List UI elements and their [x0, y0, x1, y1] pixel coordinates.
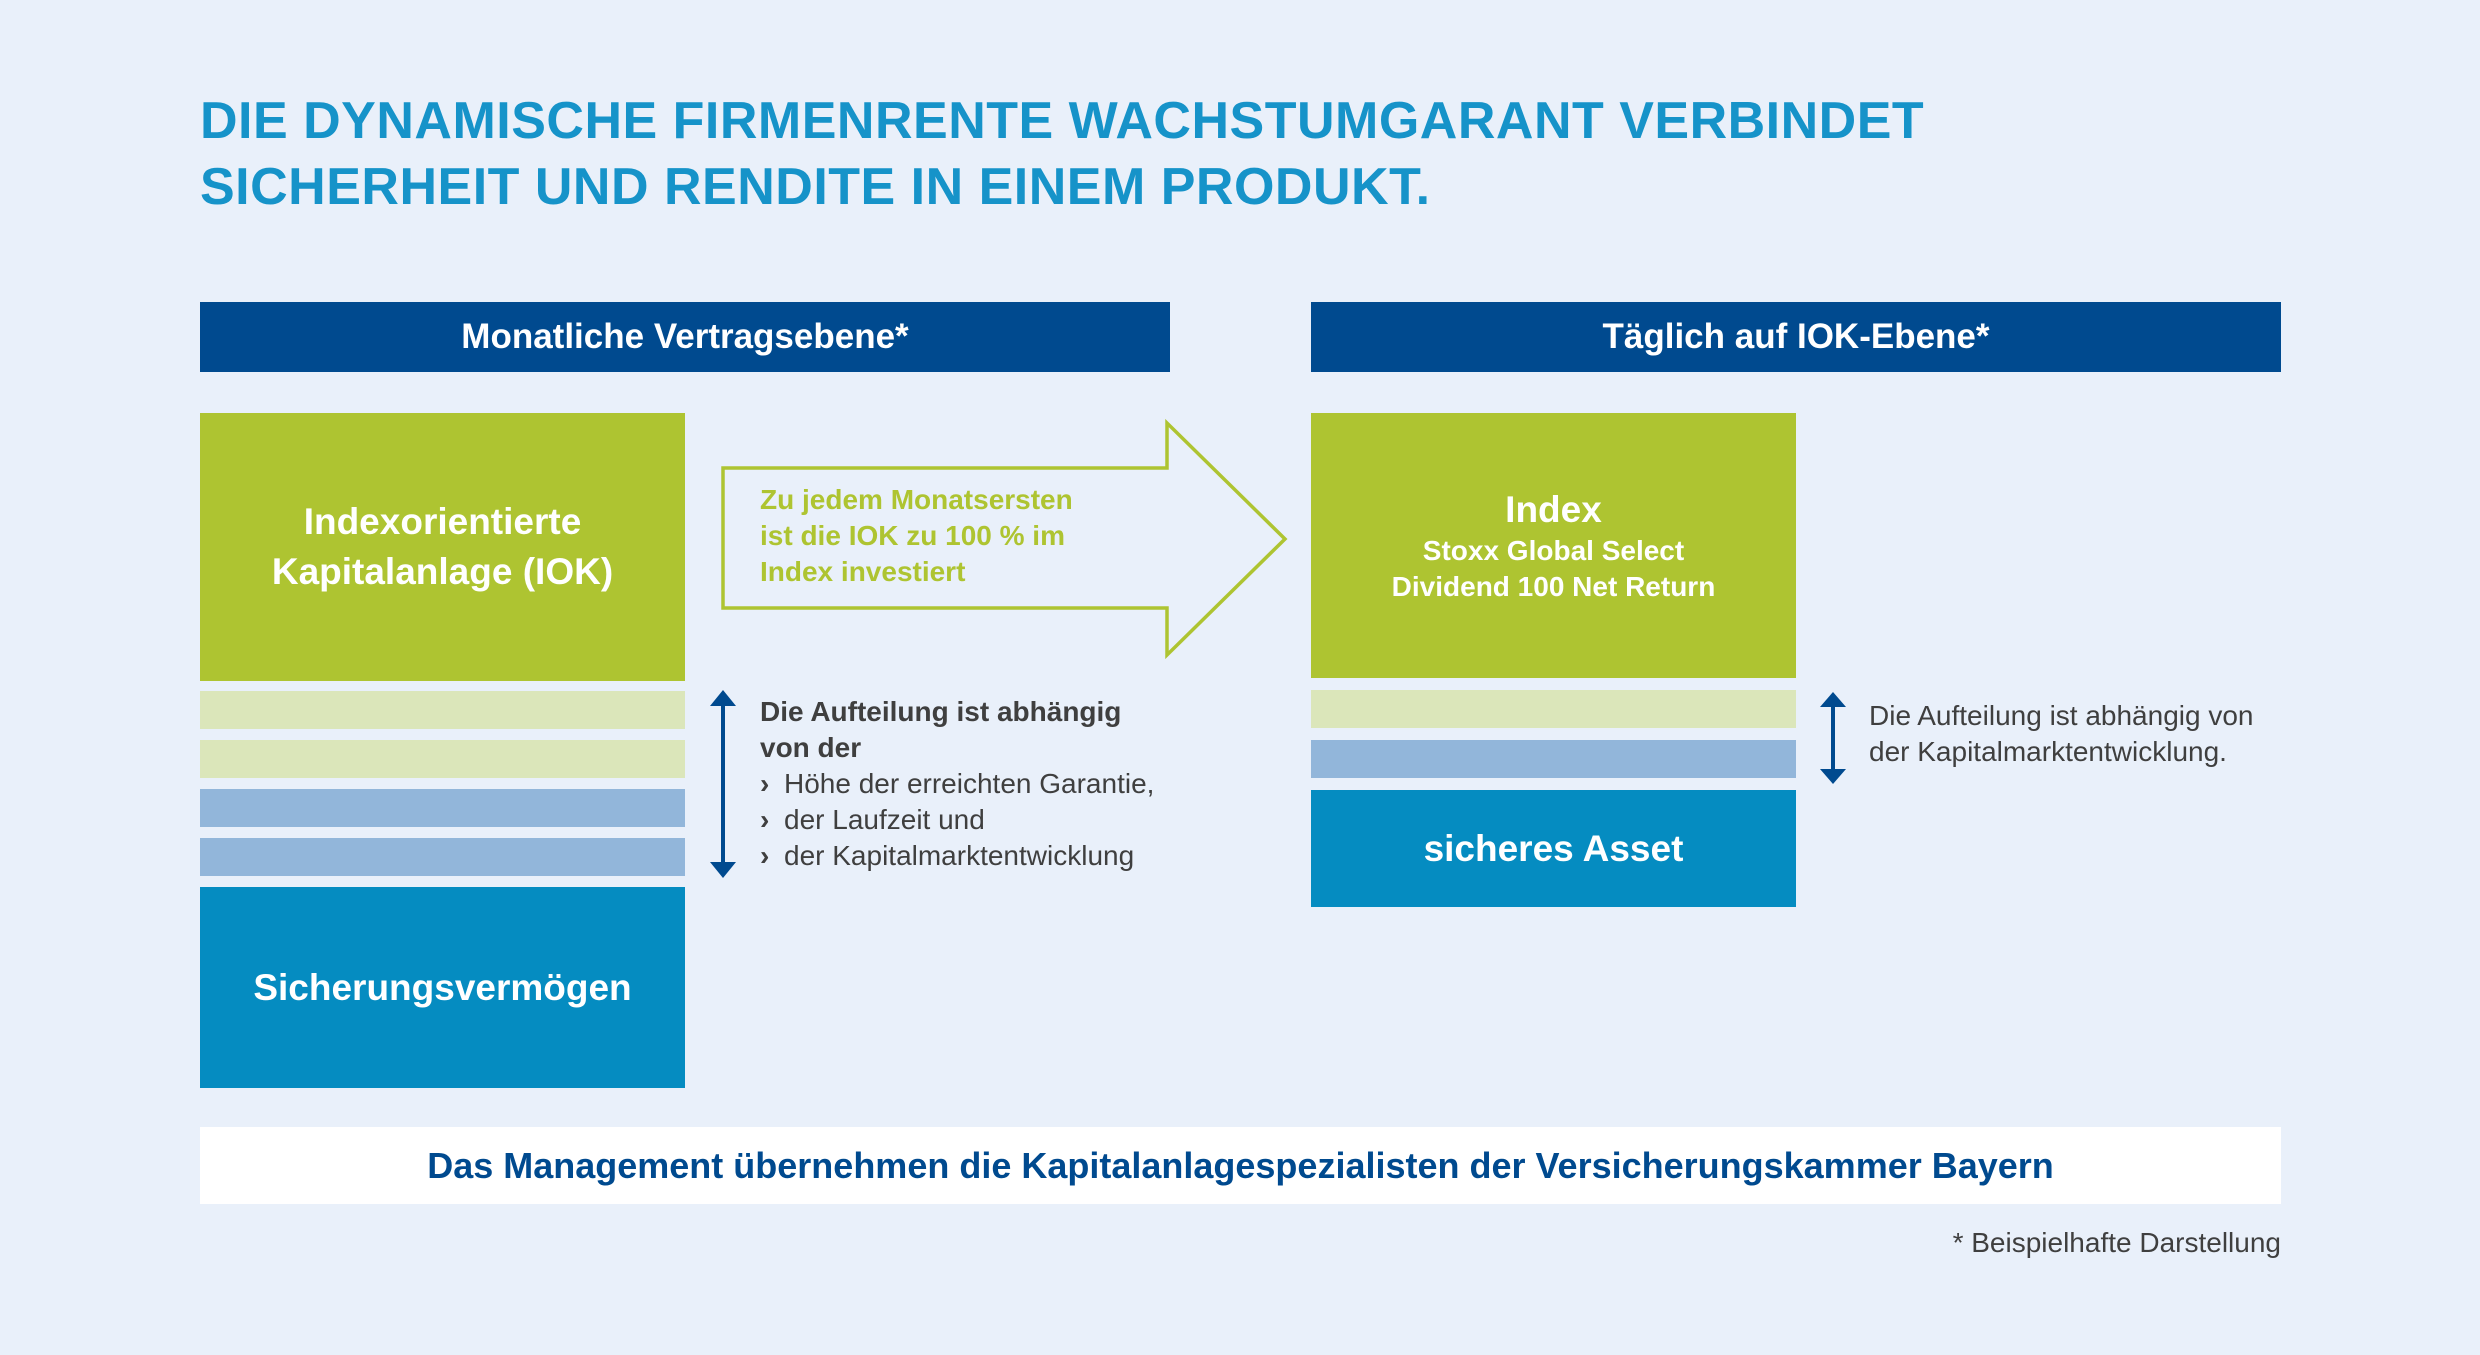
iok-label-line-2: Kapitalanlage (IOK)	[271, 551, 614, 592]
bullet-item: › der Laufzeit und	[760, 802, 1154, 838]
right-split-explanation: Die Aufteilung ist abhängig von der Kapi…	[1869, 698, 2254, 770]
split-explanation: Die Aufteilung ist abhängig von der › Höh…	[760, 694, 1154, 874]
allocation-strip-green-1	[200, 691, 685, 729]
allocation-strip-blue-2	[200, 838, 685, 876]
arrow-text: Zu jedem Monatsersten ist die IOK zu 100…	[760, 482, 1073, 590]
iok-label-line-1: Indexorientierte	[303, 501, 582, 542]
allocation-strip-green	[1311, 690, 1796, 728]
allocation-strip-blue	[1311, 740, 1796, 778]
iok-box: Indexorientierte Kapitalanlage (IOK)	[200, 413, 685, 681]
bullet-text: der Laufzeit und	[784, 804, 985, 835]
arrow-text-line-2: ist die IOK zu 100 % im	[760, 520, 1065, 551]
management-banner: Das Management übernehmen die Kapitalanl…	[200, 1127, 2281, 1204]
index-box: Index Stoxx Global Select Dividend 100 N…	[1311, 413, 1796, 678]
bullet-text: der Kapitalmarktentwicklung	[784, 840, 1135, 871]
allocation-strip-green-2	[200, 740, 685, 778]
chevron-right-icon: ›	[760, 804, 770, 835]
right-split-line-1: Die Aufteilung ist abhängig von	[1869, 700, 2254, 731]
bullet-item: › Höhe der erreichten Garantie,	[760, 766, 1154, 802]
split-title-line-2: von der	[760, 732, 862, 763]
double-arrow-icon	[1820, 692, 1846, 784]
safe-asset-box: sicheres Asset	[1311, 790, 1796, 907]
chevron-right-icon: ›	[760, 840, 770, 871]
title-line-1: DIE DYNAMISCHE FIRMENRENTE WACHSTUMGARAN…	[200, 92, 1925, 150]
double-arrow-icon	[710, 690, 736, 878]
index-title: Index	[1505, 488, 1602, 530]
split-title-line-1: Die Aufteilung ist abhängig	[760, 696, 1122, 727]
title-line-2: SICHERHEIT UND RENDITE IN EINEM PRODUKT.	[200, 158, 1431, 216]
right-header: Täglich auf IOK-Ebene*	[1311, 302, 2281, 372]
allocation-strip-blue-1	[200, 789, 685, 827]
right-split-line-2: der Kapitalmarktentwicklung.	[1869, 736, 2227, 767]
arrow-text-line-1: Zu jedem Monatsersten	[760, 484, 1073, 515]
footnote: * Beispielhafte Darstellung	[1952, 1227, 2281, 1258]
arrow-text-line-3: Index investiert	[760, 556, 966, 587]
chevron-right-icon: ›	[760, 768, 770, 799]
bullet-text: Höhe der erreichten Garantie,	[784, 768, 1155, 799]
index-name-line-1: Stoxx Global Select	[1422, 534, 1685, 566]
safety-assets-box: Sicherungsvermögen	[200, 887, 685, 1088]
left-header: Monatliche Vertragsebene*	[200, 302, 1170, 372]
invest-arrow-icon	[721, 418, 1288, 660]
index-name-line-2: Dividend 100 Net Return	[1391, 570, 1716, 602]
bullet-item: › der Kapitalmarktentwicklung	[760, 838, 1154, 874]
page-title: DIE DYNAMISCHE FIRMENRENTE WACHSTUMGARAN…	[200, 88, 2100, 220]
